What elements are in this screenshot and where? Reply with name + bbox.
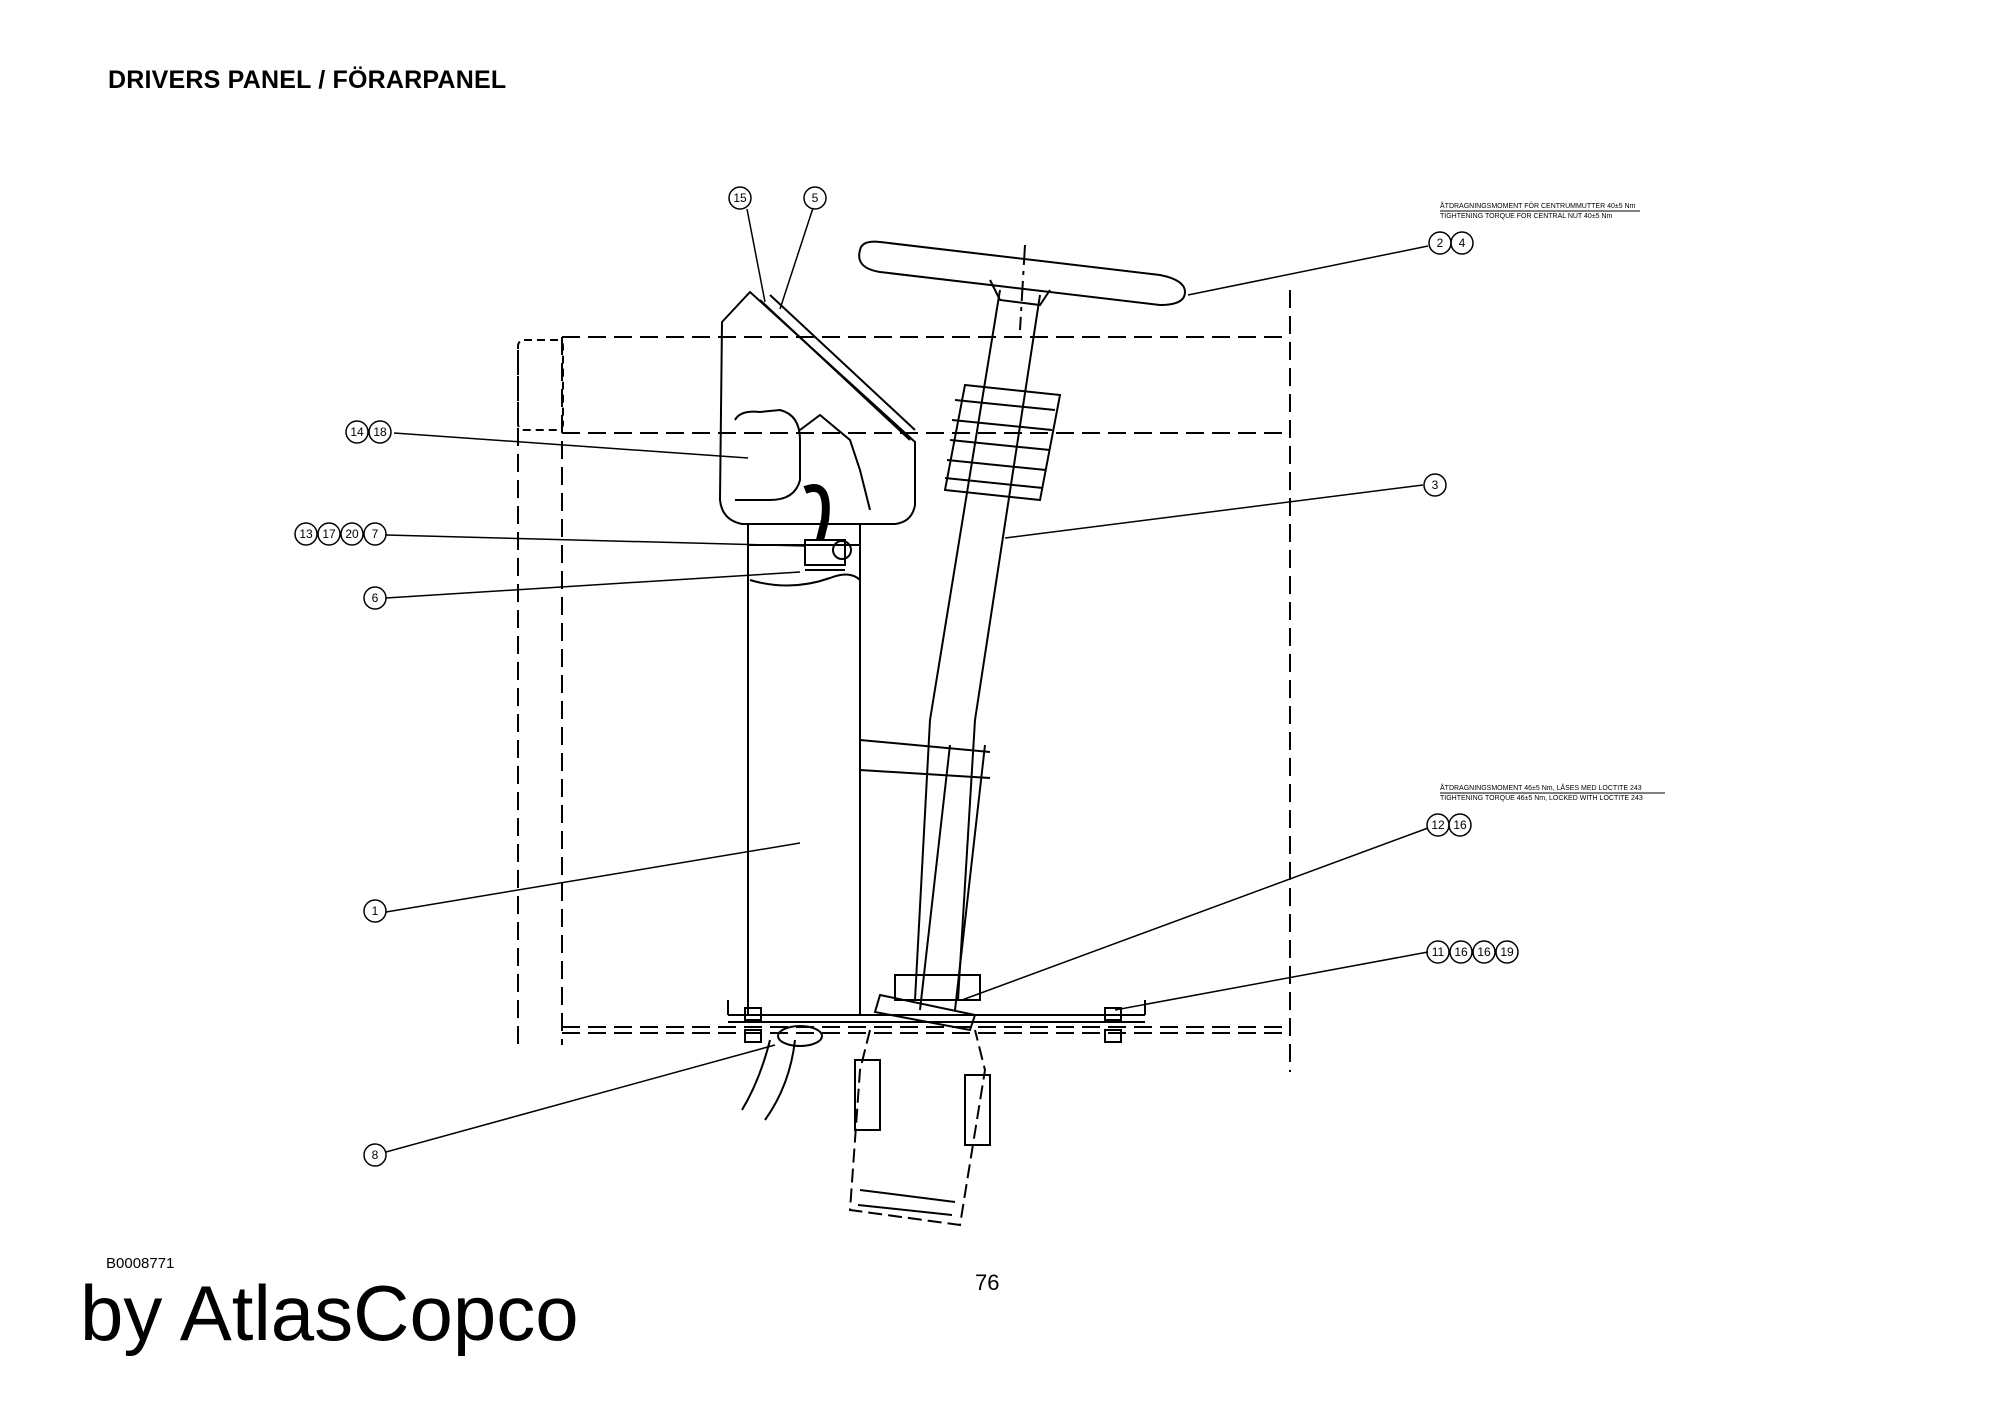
torque-note-base-sv: ÅTDRAGNINGSMOMENT 46±5 Nm, LÅSES MED LOC…: [1440, 783, 1642, 792]
torque-note-nut-sv: ÅTDRAGNINGSMOMENT FÖR CENTRUMMUTTER 40±5…: [1440, 201, 1636, 210]
svg-text:8: 8: [372, 1148, 379, 1162]
pedestal-column: [747, 524, 991, 1015]
svg-text:19: 19: [1500, 945, 1514, 959]
torque-note-nut-en: TIGHTENING TORQUE FOR CENTRAL NUT 40±5 N…: [1440, 213, 1613, 220]
svg-text:16: 16: [1453, 818, 1467, 832]
callout-5: 5: [803, 186, 827, 210]
svg-text:16: 16: [1477, 945, 1491, 959]
svg-text:1: 1: [372, 904, 379, 918]
callout-14-18: 14 18: [345, 420, 392, 444]
svg-text:17: 17: [322, 527, 336, 541]
callout-8: 8: [363, 1143, 387, 1167]
svg-text:15: 15: [733, 191, 747, 205]
callout-15: 15: [728, 186, 752, 210]
callout-2-4: 2 4: [1428, 231, 1474, 255]
frame-outline: [517, 290, 1291, 1072]
callout-12-16: 12 16: [1426, 813, 1472, 837]
steering-column: [873, 289, 1062, 1032]
svg-text:16: 16: [1454, 945, 1468, 959]
callout-3: 3: [1423, 473, 1447, 497]
svg-text:4: 4: [1459, 236, 1466, 250]
page-number: 76: [975, 1270, 1000, 1295]
callout-6: 6: [363, 586, 387, 610]
callout-1: 1: [363, 899, 387, 923]
callout-13-17-20-7: 13 17 20 7: [294, 522, 387, 546]
svg-text:2: 2: [1437, 236, 1444, 250]
brand-footer: by AtlasCopco: [80, 1269, 579, 1357]
bracket-slot: [517, 339, 564, 431]
page-title: DRIVERS PANEL / FÖRARPANEL: [108, 66, 507, 94]
svg-text:13: 13: [299, 527, 313, 541]
svg-text:20: 20: [345, 527, 359, 541]
torque-note-base-en: TIGHTENING TORQUE 46±5 Nm, LOCKED WITH L…: [1440, 795, 1643, 802]
callout-11-16-16-19: 11 16 16 19: [1426, 940, 1519, 964]
console-housing: [718, 290, 916, 541]
svg-text:11: 11: [1432, 945, 1445, 959]
svg-text:6: 6: [372, 591, 379, 605]
svg-text:18: 18: [373, 425, 387, 439]
steering-wheel: [858, 240, 1187, 331]
svg-text:3: 3: [1432, 478, 1439, 492]
leader-lines: [385, 207, 1429, 1153]
lower-assembly: [741, 1029, 991, 1227]
drawing-code: B0008771: [106, 1255, 175, 1272]
svg-text:14: 14: [350, 425, 364, 439]
svg-text:7: 7: [372, 527, 379, 541]
svg-text:12: 12: [1431, 818, 1445, 832]
base-plate: [727, 1000, 1146, 1047]
svg-text:5: 5: [812, 191, 819, 205]
